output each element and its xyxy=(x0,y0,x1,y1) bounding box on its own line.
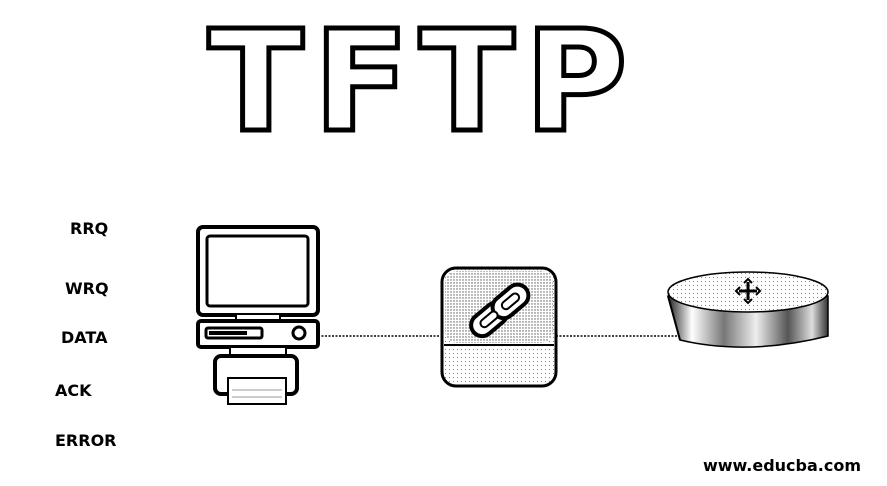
disk-drive-icon xyxy=(667,271,829,348)
chain-link-icon xyxy=(440,266,558,388)
title-text: TFTP xyxy=(208,1,630,150)
message-error: ERROR xyxy=(55,431,117,450)
diagram-title: TFTP xyxy=(206,0,630,150)
watermark: www.educba.com xyxy=(702,456,861,475)
message-data: DATA xyxy=(61,328,108,347)
message-rrq: RRQ xyxy=(70,219,109,238)
message-ack: ACK xyxy=(55,381,92,400)
computer-icon xyxy=(196,225,320,405)
message-wrq: WRQ xyxy=(65,279,109,298)
